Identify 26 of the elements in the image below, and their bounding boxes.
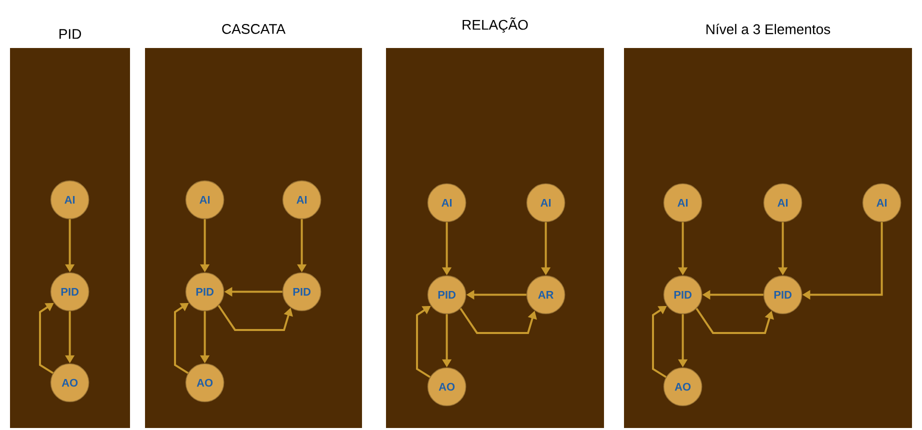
circle-node: AI	[663, 183, 702, 222]
circle-node: AI	[526, 183, 566, 222]
node-label: CASCATA	[222, 24, 286, 34]
node-label: PID	[59, 29, 82, 39]
circle-node: AI	[427, 183, 466, 222]
circle-node: PID	[663, 275, 702, 314]
circle-node: AO	[185, 363, 224, 402]
arrow	[460, 308, 537, 334]
circle-node: AO	[50, 363, 90, 402]
arrow	[696, 308, 774, 334]
circle-node: AI	[282, 180, 322, 220]
circle-node: AI	[185, 180, 224, 220]
circle-node: PID	[282, 272, 322, 312]
node-label: RELAÇÃO	[462, 17, 528, 33]
circle-node: AI	[862, 183, 902, 222]
circle-node: PID	[50, 272, 90, 312]
circle-node: PID	[185, 272, 224, 312]
circle-node: AI	[50, 180, 90, 220]
node-label: Nível a 3 Elementos	[706, 24, 830, 34]
circle-node: PID	[763, 275, 802, 314]
circle-node: AO	[427, 367, 466, 406]
circle-node: AO	[663, 367, 702, 406]
circle-node: PID	[427, 275, 466, 314]
circle-node: AI	[763, 183, 802, 222]
arrow	[218, 304, 293, 331]
circle-node: AR	[526, 275, 566, 314]
